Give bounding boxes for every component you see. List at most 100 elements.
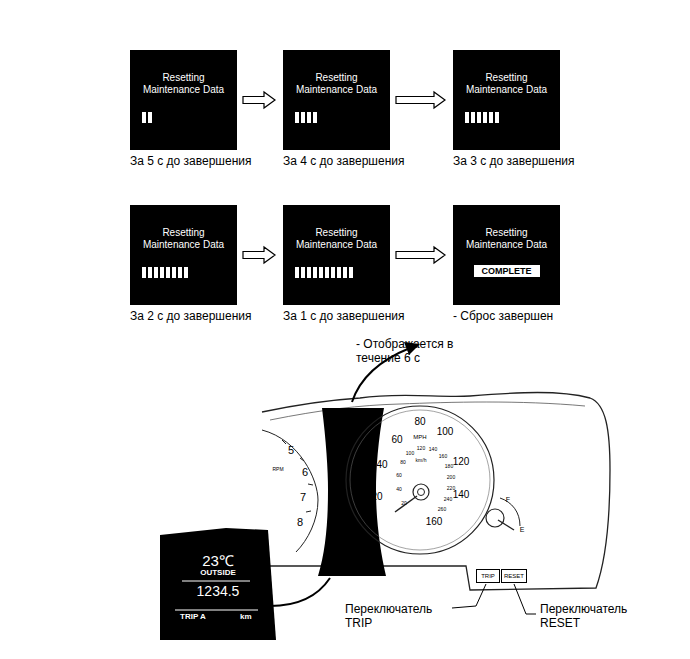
progress-bar xyxy=(295,112,299,123)
needle xyxy=(395,496,417,512)
display-text: km xyxy=(240,612,252,621)
caption: За 3 с до завершения xyxy=(453,154,583,168)
display-text: 23℃ xyxy=(202,550,234,570)
progress-bar xyxy=(319,267,323,278)
button-label: RESET xyxy=(504,573,524,579)
label: 220 xyxy=(447,486,455,492)
cluster-visor xyxy=(270,402,585,420)
progress-bar xyxy=(483,112,487,123)
progress-bar xyxy=(142,112,146,123)
caption: - Сброс завершен xyxy=(453,309,583,323)
label: Переключатель RESET xyxy=(540,603,640,631)
arrow-head xyxy=(260,599,272,613)
progress-bar xyxy=(489,112,493,123)
label: 5 xyxy=(288,444,294,457)
caption: За 5 с до завершения xyxy=(130,154,260,168)
label: 200 xyxy=(447,475,455,481)
label: 80 xyxy=(414,416,425,428)
label: 60 xyxy=(391,434,402,446)
label: 80 xyxy=(400,460,406,466)
small-display xyxy=(160,528,276,640)
progress-bar xyxy=(148,112,152,123)
caption: За 2 с до завершения xyxy=(130,309,260,323)
display-text: 1234.5 xyxy=(197,583,240,599)
progress-bar xyxy=(148,267,152,278)
display-rule xyxy=(182,581,250,582)
label: - Отображается в течение 6 с xyxy=(356,338,481,366)
display-screen: Resetting Maintenance DataЗа 2 с до заве… xyxy=(130,205,237,305)
small-display: 23℃OUTSIDE 1234.5TRIP A km xyxy=(160,540,276,636)
display-rule xyxy=(175,610,258,611)
tachometer-ticks xyxy=(282,440,313,512)
label: RPM xyxy=(272,467,283,473)
label: 40 xyxy=(396,487,402,493)
progress-bar xyxy=(166,267,170,278)
label: F xyxy=(506,496,510,504)
label: 240 xyxy=(444,497,452,503)
progress-bar xyxy=(142,267,146,278)
fuel-needle xyxy=(498,520,514,530)
label: 120 xyxy=(417,446,425,452)
display-screen: Resetting Maintenance DataЗа 1 с до заве… xyxy=(283,205,390,305)
progress-bar xyxy=(301,267,305,278)
screen-title: Resetting Maintenance Data xyxy=(286,72,387,96)
display-screen: Resetting Maintenance DataЗа 5 с до заве… xyxy=(130,50,237,150)
progress-bar xyxy=(307,112,311,123)
switch-button: RESET xyxy=(501,569,527,583)
label: 260 xyxy=(438,507,446,513)
display-text: TRIP A xyxy=(180,612,206,621)
callout-arrow xyxy=(270,578,330,606)
progress-bar xyxy=(465,112,469,123)
sequence-arrow xyxy=(243,247,275,263)
leader-line xyxy=(452,584,486,608)
caption: За 1 с до завершения xyxy=(283,309,413,323)
label: 180 xyxy=(445,464,453,470)
progress-bar xyxy=(471,112,475,123)
switch-button: TRIP xyxy=(476,569,500,583)
tachometer-dial xyxy=(262,430,318,552)
label: 6 xyxy=(302,466,308,479)
screen-title: Resetting Maintenance Data xyxy=(456,227,557,251)
label: 160 xyxy=(439,454,447,460)
label: 40 xyxy=(376,459,387,471)
progress-bar xyxy=(313,112,317,123)
needle-hub-inner xyxy=(418,489,425,496)
center-display xyxy=(318,408,386,576)
label: km/h xyxy=(416,458,427,464)
progress-bar xyxy=(184,267,188,278)
leader-line xyxy=(514,584,536,614)
label: 120 xyxy=(453,456,470,468)
label: 100 xyxy=(406,451,414,457)
speedometer-dial xyxy=(346,406,494,554)
sequence-arrow xyxy=(396,247,445,263)
label: 140 xyxy=(429,447,437,453)
progress-bar xyxy=(495,112,499,123)
label: MPH xyxy=(413,434,426,441)
progress-bar xyxy=(337,267,341,278)
sequence-arrow xyxy=(396,92,445,108)
label: 7 xyxy=(300,491,306,504)
speedometer-ring xyxy=(350,410,490,550)
label: 20 xyxy=(371,491,382,503)
progress-bar xyxy=(477,112,481,123)
screen-title: Resetting Maintenance Data xyxy=(133,72,234,96)
progress-bar xyxy=(172,267,176,278)
progress-bar xyxy=(160,267,164,278)
label: 160 xyxy=(426,516,443,528)
progress-bar xyxy=(331,267,335,278)
progress-bar xyxy=(301,112,305,123)
fuel-hub xyxy=(486,509,504,527)
display-text: OUTSIDE xyxy=(200,568,236,577)
screen-title: Resetting Maintenance Data xyxy=(133,227,234,251)
display-screen: Resetting Maintenance DataЗа 3 с до заве… xyxy=(453,50,560,150)
cluster-outline xyxy=(262,393,610,591)
complete-badge: COMPLETE xyxy=(473,265,539,277)
progress-bar xyxy=(349,267,353,278)
progress-bar xyxy=(313,267,317,278)
display-screen: Resetting Maintenance DataCOMPLETE- Сбро… xyxy=(453,205,560,305)
progress-bar xyxy=(343,267,347,278)
progress-bar xyxy=(154,267,158,278)
label: 100 xyxy=(437,426,454,438)
progress-bar xyxy=(295,267,299,278)
